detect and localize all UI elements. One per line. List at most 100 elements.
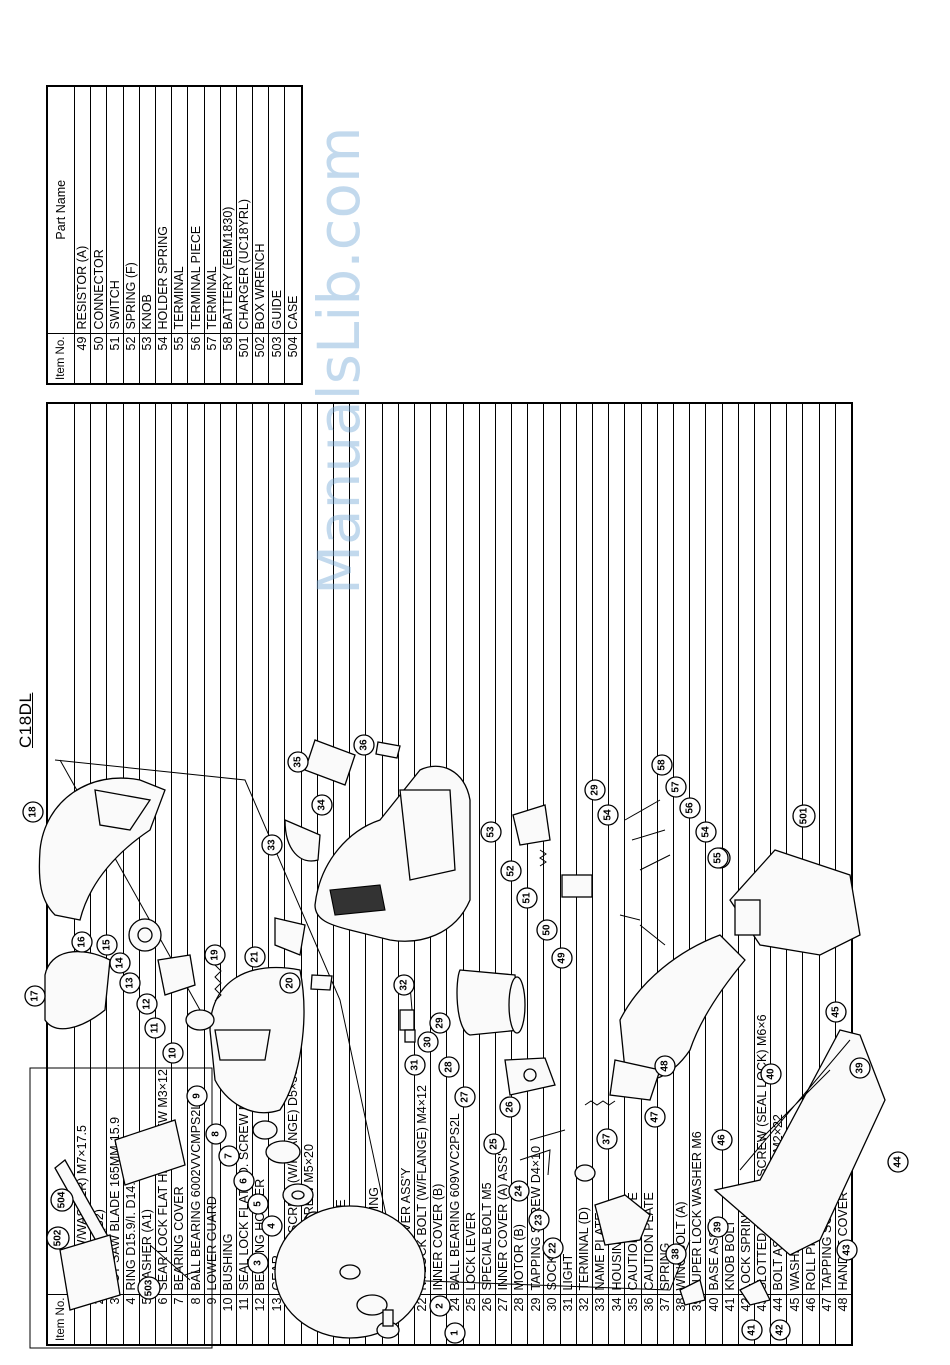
svg-text:29: 29 (435, 1017, 446, 1029)
switch (561, 874, 593, 898)
handle (609, 934, 746, 1101)
svg-text:35: 35 (293, 756, 304, 768)
svg-text:54: 54 (603, 809, 614, 821)
svg-text:43: 43 (842, 1244, 853, 1256)
svg-text:12: 12 (142, 998, 153, 1010)
callout-57: 57 (665, 776, 687, 798)
callout-28: 28 (438, 1056, 460, 1078)
svg-text:33: 33 (267, 839, 278, 851)
svg-text:19: 19 (210, 949, 221, 961)
svg-text:29: 29 (590, 784, 601, 796)
callout-21: 21 (244, 946, 266, 968)
battery (729, 849, 861, 956)
callout-49: 49 (551, 947, 573, 969)
svg-text:49: 49 (557, 952, 568, 964)
svg-text:18: 18 (28, 806, 39, 818)
callout-54: 54 (695, 821, 717, 843)
svg-text:32: 32 (399, 979, 410, 991)
callout-37: 37 (596, 1128, 618, 1150)
callout-20: 20 (279, 972, 301, 994)
charger (59, 1234, 121, 1311)
svg-text:53: 53 (486, 826, 497, 838)
callout-51: 51 (516, 887, 538, 909)
box-wrench (149, 1244, 201, 1281)
callout-35: 35 (287, 751, 309, 773)
callout-44: 44 (887, 1151, 909, 1173)
callout-30: 30 (417, 1031, 439, 1053)
callout-502: 502 (46, 1226, 70, 1250)
bolt (376, 1309, 400, 1339)
caution-plate (304, 739, 356, 786)
bearing-cover (265, 1140, 301, 1164)
svg-text:57: 57 (671, 781, 682, 793)
callout-24: 24 (508, 1180, 530, 1202)
callout-27: 27 (454, 1086, 476, 1108)
gear (128, 918, 162, 952)
svg-text:41: 41 (747, 1324, 758, 1336)
callout-31: 31 (404, 1054, 426, 1076)
callout-6: 6 (233, 1170, 255, 1192)
callout-8: 8 (205, 1123, 227, 1145)
svg-text:50: 50 (542, 924, 553, 936)
callout-41: 41 (741, 1319, 763, 1341)
knob (512, 804, 551, 846)
light-cover (274, 917, 306, 956)
callout-47: 47 (644, 1106, 666, 1128)
callout-503: 503 (137, 1276, 161, 1300)
svg-text:1: 1 (450, 1330, 461, 1336)
svg-text:28: 28 (444, 1061, 455, 1073)
housing (314, 765, 471, 942)
callout-46: 46 (711, 1129, 733, 1151)
hitachi-plate (44, 950, 111, 1030)
svg-text:502: 502 (53, 1229, 64, 1246)
callout-504: 504 (50, 1188, 74, 1212)
lock-lever (519, 1129, 566, 1176)
svg-text:26: 26 (505, 1101, 516, 1113)
callout-38: 38 (665, 1243, 687, 1265)
svg-text:7: 7 (224, 1153, 235, 1159)
svg-text:15: 15 (102, 939, 113, 951)
svg-text:56: 56 (685, 802, 696, 814)
callout-50: 50 (536, 919, 558, 941)
svg-text:21: 21 (250, 951, 261, 963)
svg-text:501: 501 (799, 807, 810, 824)
svg-text:34: 34 (317, 799, 328, 811)
spring-f (539, 849, 547, 867)
resistor (619, 914, 666, 946)
callout-22: 22 (542, 1237, 564, 1259)
svg-text:20: 20 (285, 977, 296, 989)
saw-cover (38, 777, 166, 921)
case (114, 1119, 186, 1186)
callout-18: 18 (22, 801, 44, 823)
svg-text:38: 38 (671, 1248, 682, 1260)
callout-12: 12 (136, 993, 158, 1015)
callout-14: 14 (109, 952, 131, 974)
ball-bearing-609 (574, 1164, 596, 1182)
callout-1: 1 (444, 1322, 466, 1344)
callout-13: 13 (119, 972, 141, 994)
callout-26: 26 (499, 1096, 521, 1118)
bearing-holder (157, 954, 196, 996)
svg-text:40: 40 (766, 1068, 777, 1080)
callout-3: 3 (247, 1252, 269, 1274)
callout-5: 5 (247, 1193, 269, 1215)
svg-text:504: 504 (57, 1191, 68, 1208)
svg-text:6: 6 (239, 1178, 250, 1184)
callout-23: 23 (528, 1209, 550, 1231)
washer-b2 (356, 1294, 388, 1316)
light (399, 1009, 415, 1031)
svg-text:46: 46 (717, 1134, 728, 1146)
svg-text:37: 37 (602, 1133, 613, 1145)
svg-text:39: 39 (713, 1221, 724, 1233)
svg-text:30: 30 (423, 1036, 434, 1048)
svg-text:13: 13 (125, 977, 136, 989)
svg-text:51: 51 (522, 892, 533, 904)
svg-text:16: 16 (77, 936, 88, 948)
callout-501: 501 (792, 804, 816, 828)
svg-text:25: 25 (489, 1138, 500, 1150)
svg-text:23: 23 (534, 1214, 545, 1226)
callout-43: 43 (836, 1239, 858, 1261)
callout-55: 55 (707, 847, 729, 869)
inner-cover-b (594, 1194, 651, 1246)
